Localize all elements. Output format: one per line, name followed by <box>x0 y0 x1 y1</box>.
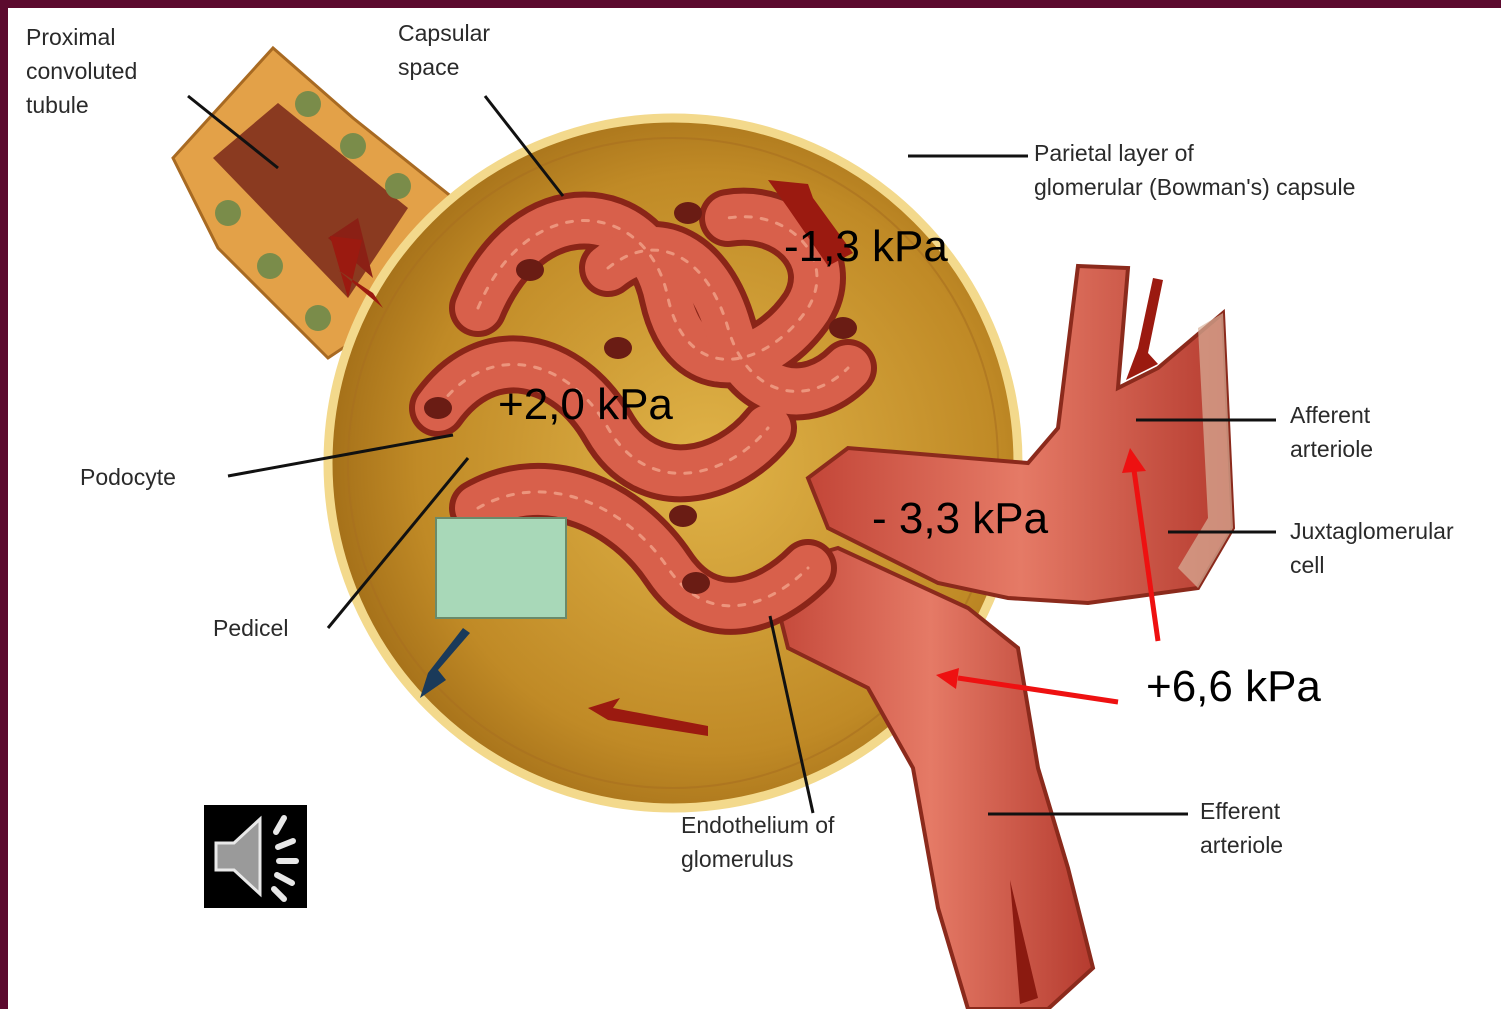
label-proximal-convoluted-tubule: Proximal convoluted tubule <box>26 20 137 122</box>
label-efferent-arteriole: Efferent arteriole <box>1200 794 1283 862</box>
label-afferent-arteriole: Afferent arteriole <box>1290 398 1373 466</box>
audio-playback-button[interactable] <box>204 805 307 908</box>
pressure-oncotic: - 3,3 kPa <box>872 494 1048 544</box>
pressure-capillary: +6,6 kPa <box>1146 662 1321 712</box>
label-capsular-space: Capsular space <box>398 16 490 84</box>
label-juxtaglomerular-cell: Juxtaglomerular cell <box>1290 514 1454 582</box>
label-pedicel: Pedicel <box>213 611 288 645</box>
label-parietal-layer: Parietal layer of glomerular (Bowman's) … <box>1034 136 1355 204</box>
slide: Proximal convoluted tubule Capsular spac… <box>8 8 1501 1009</box>
label-endothelium-of-glomerulus: Endothelium of glomerulus <box>681 808 834 876</box>
speaker-icon <box>204 805 307 908</box>
pressure-glomerulus: +2,0 kPa <box>498 380 673 430</box>
pressure-capsule: -1,3 kPa <box>784 222 948 272</box>
label-podocyte: Podocyte <box>80 460 176 494</box>
pedicel-inset <box>436 518 566 618</box>
